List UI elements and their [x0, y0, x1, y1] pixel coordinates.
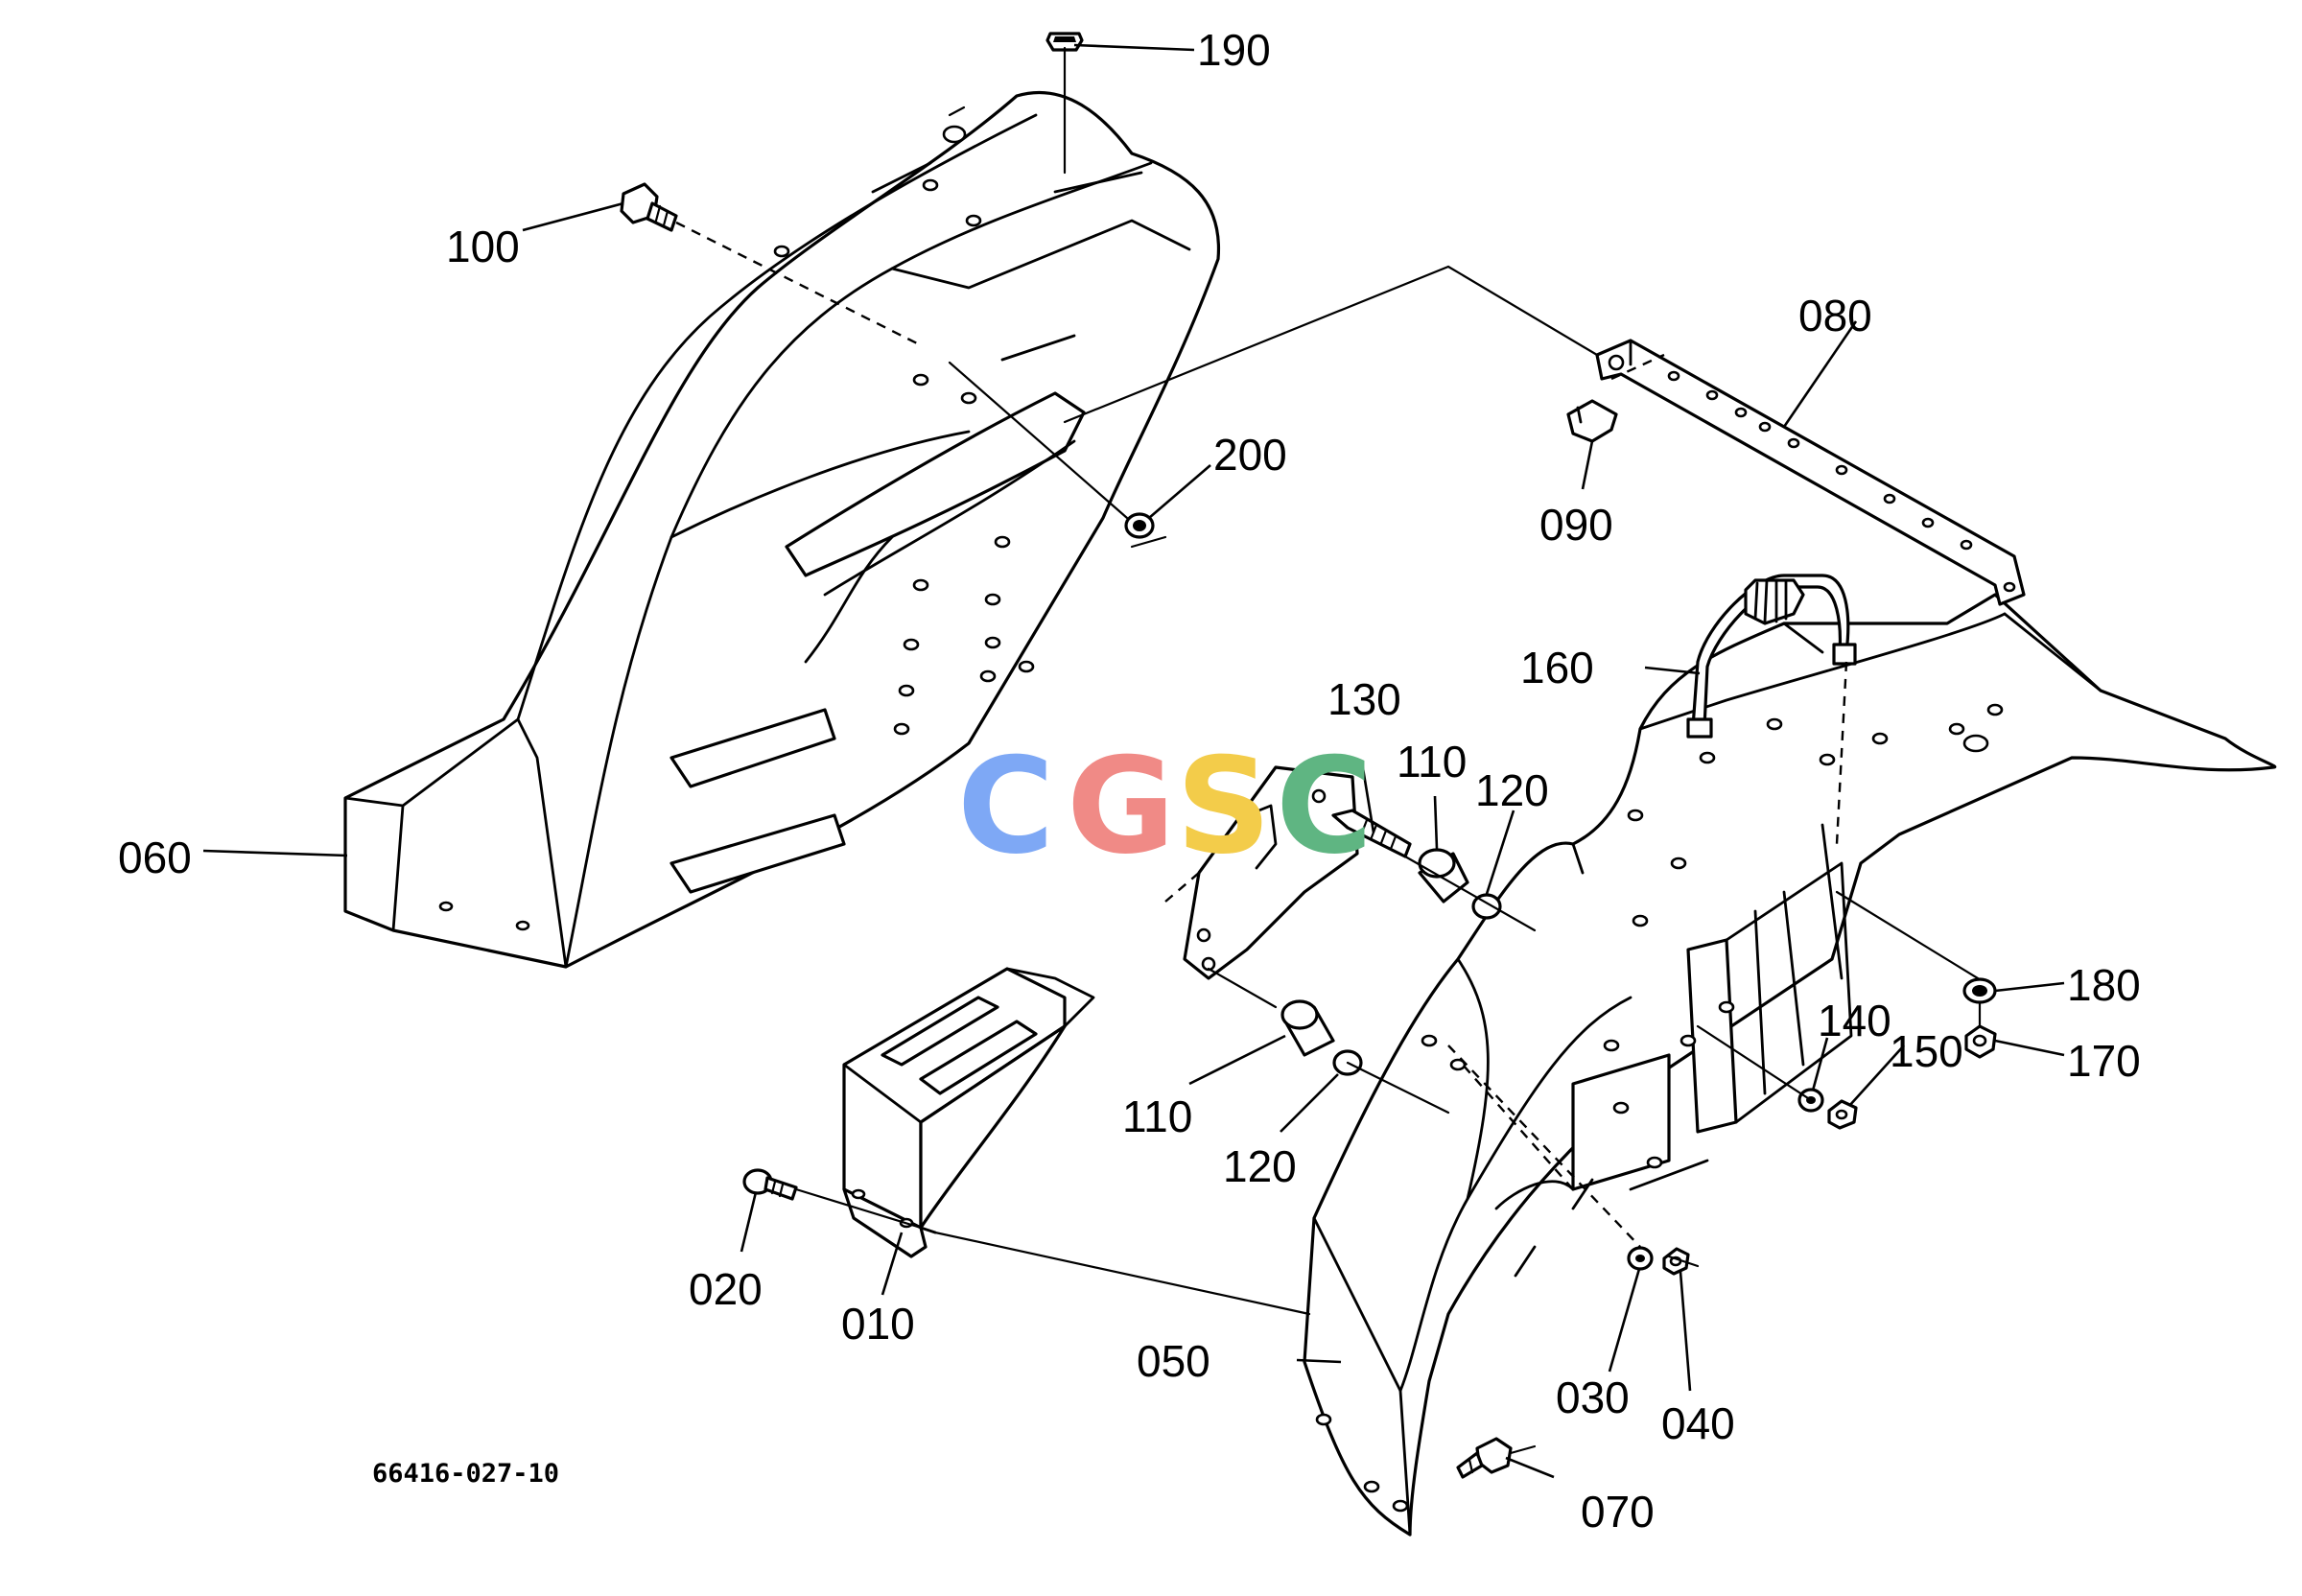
callout-100: 100: [446, 222, 520, 271]
callout-010: 010: [841, 1299, 915, 1349]
callout-130: 130: [1327, 674, 1401, 724]
watermark-letter-g: G: [1067, 729, 1175, 883]
drawing-number: 66416-027-10: [372, 1459, 559, 1489]
bracket-assembly-130: [1164, 765, 1412, 980]
callout-160: 160: [1520, 643, 1594, 692]
callout-070: 070: [1581, 1487, 1655, 1537]
callout-labels: 190 100 200 080 090 160 130 110 120 060 …: [118, 25, 2141, 1537]
bushing-110-lower: [1280, 999, 1335, 1057]
callout-120-lower: 120: [1223, 1141, 1297, 1191]
step-bracket-010: [842, 967, 1095, 1258]
spacer-120-upper: [1471, 893, 1502, 920]
nut-150: [1827, 1099, 1858, 1130]
callout-110-lower: 110: [1122, 1091, 1192, 1141]
cgsc-watermark: C G S C: [957, 729, 1373, 883]
callout-190: 190: [1197, 25, 1271, 75]
handle-160: [1686, 574, 1857, 739]
washer-180: [1962, 977, 1997, 1004]
grommet-200: [1124, 512, 1155, 539]
watermark-letter-c2: C: [1276, 729, 1373, 883]
callout-170: 170: [2067, 1036, 2141, 1086]
stay-080: [1595, 339, 2026, 606]
bolt-100: [620, 182, 678, 232]
callout-150: 150: [1890, 1026, 1963, 1076]
callout-180: 180: [2067, 960, 2141, 1010]
callout-050: 050: [1137, 1336, 1210, 1386]
washer-140: [1797, 1088, 1824, 1113]
callout-200: 200: [1213, 430, 1287, 480]
bolt-070: [1456, 1437, 1513, 1479]
watermark-letter-c1: C: [957, 729, 1054, 883]
bolt-020: [742, 1168, 798, 1201]
nut-170: [1964, 1024, 1997, 1059]
clip-090: [1566, 399, 1618, 443]
callout-080: 080: [1798, 291, 1872, 340]
left-fender-060: [343, 90, 1221, 969]
callout-040: 040: [1661, 1398, 1735, 1448]
callout-110-upper: 110: [1397, 737, 1467, 786]
leader-lines: [202, 43, 2065, 1479]
nut-040: [1662, 1247, 1690, 1276]
callout-060: 060: [118, 833, 192, 882]
watermark-letter-s: S: [1176, 729, 1271, 883]
assembly-lines: [675, 46, 1982, 1455]
callout-090: 090: [1539, 500, 1613, 550]
callout-020: 020: [689, 1264, 763, 1314]
callout-030: 030: [1556, 1373, 1630, 1422]
knob-190: [1045, 32, 1084, 52]
callout-120-upper: 120: [1475, 765, 1549, 815]
washer-030: [1627, 1246, 1654, 1271]
bushing-110-upper: [1418, 848, 1469, 904]
callout-140: 140: [1818, 996, 1891, 1045]
